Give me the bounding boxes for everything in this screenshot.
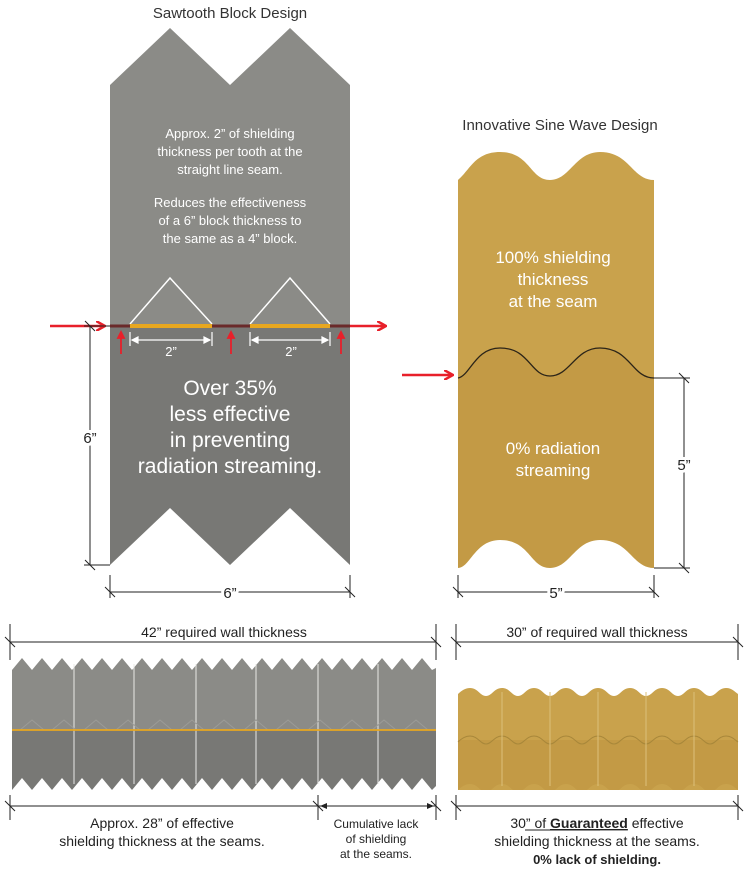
sawtooth-note-line1: Approx. 2” of shielding — [165, 126, 294, 141]
sawtooth-note-line3: straight line seam. — [177, 162, 283, 177]
sawtooth-note-line2: thickness per tooth at the — [157, 144, 302, 159]
wall-left-effective-line2: shielding thickness at the seams. — [59, 833, 264, 849]
sine-width-dimension — [452, 575, 660, 598]
wall-right-line1-emph: Guaranteed — [550, 815, 628, 831]
sawtooth-width-label: 6” — [223, 585, 236, 602]
sawtooth-upper-block — [110, 28, 350, 326]
sawtooth-note2-line1: Reduces the effectiveness — [154, 195, 307, 210]
sawtooth-big-line4: radiation streaming. — [138, 455, 322, 478]
sine-top-line1: 100% shielding — [495, 248, 610, 267]
sawtooth-big-line2: less effective — [169, 403, 290, 426]
sine-height-label: 5” — [677, 457, 690, 474]
wall-left-lack-line2: of shielding — [346, 832, 407, 846]
sawtooth-seam-tooth-2 — [249, 276, 331, 325]
wall-right-line1-prefix: 30” of — [510, 815, 550, 831]
wall-right-top-dimension — [450, 624, 744, 660]
wall-left-effective-line1: Approx. 28” of effective — [90, 815, 234, 831]
gap-arrows — [116, 329, 346, 354]
wall-left-lack-line1: Cumulative lack — [334, 817, 420, 831]
sawtooth-height-label: 6” — [83, 430, 96, 447]
sine-width-label: 5” — [549, 585, 562, 602]
wall-left — [12, 658, 436, 790]
sine-height-dimension — [654, 372, 690, 574]
wall-left-top-dimension — [4, 624, 442, 660]
sawtooth-title: Sawtooth Block Design — [153, 5, 307, 22]
wall-left-top-label: 42” required wall thickness — [141, 624, 307, 640]
wall-left-bottom-dimension — [4, 795, 442, 820]
sawtooth-lower-block — [110, 326, 350, 565]
sine-seam-line — [457, 347, 655, 379]
sine-top-line3: at the seam — [509, 292, 598, 311]
wall-right-line1-suffix: effective — [628, 815, 684, 831]
sine-upper-block — [458, 152, 654, 378]
sine-bot-line2: streaming — [516, 461, 591, 480]
wall-right-line1: 30” of Guaranteed effective — [510, 815, 684, 831]
tooth-dim-label-2: 2” — [285, 344, 297, 359]
sawtooth-width-dimension — [104, 575, 356, 598]
sine-lower-block — [458, 348, 654, 568]
sine-bot-line1: 0% radiation — [506, 439, 601, 458]
lack-arrow — [320, 803, 434, 809]
wall-right-line2: shielding thickness at the seams. — [494, 833, 699, 849]
wall-right-bottom-dimension — [450, 795, 744, 820]
wall-right-top-label: 30” of required wall thickness — [506, 624, 687, 640]
wall-right — [456, 688, 740, 798]
sawtooth-note2-line2: of a 6” block thickness to — [158, 213, 301, 228]
tooth-dimension-1 — [129, 332, 213, 346]
sawtooth-note2-line3: the same as a 4” block. — [163, 231, 297, 246]
wall-right-line3: 0% lack of shielding. — [533, 852, 661, 867]
wall-left-lack-line3: at the seams. — [340, 847, 412, 861]
sine-title: Innovative Sine Wave Design — [462, 117, 657, 134]
tooth-dim-label-1: 2” — [165, 344, 177, 359]
sawtooth-big-line1: Over 35% — [183, 377, 276, 400]
tooth-dimension-2 — [249, 332, 331, 346]
sine-top-line2: thickness — [518, 270, 589, 289]
sawtooth-height-dimension — [84, 320, 110, 571]
sawtooth-big-line3: in preventing — [170, 429, 290, 452]
sawtooth-seam-tooth-1 — [129, 276, 213, 325]
